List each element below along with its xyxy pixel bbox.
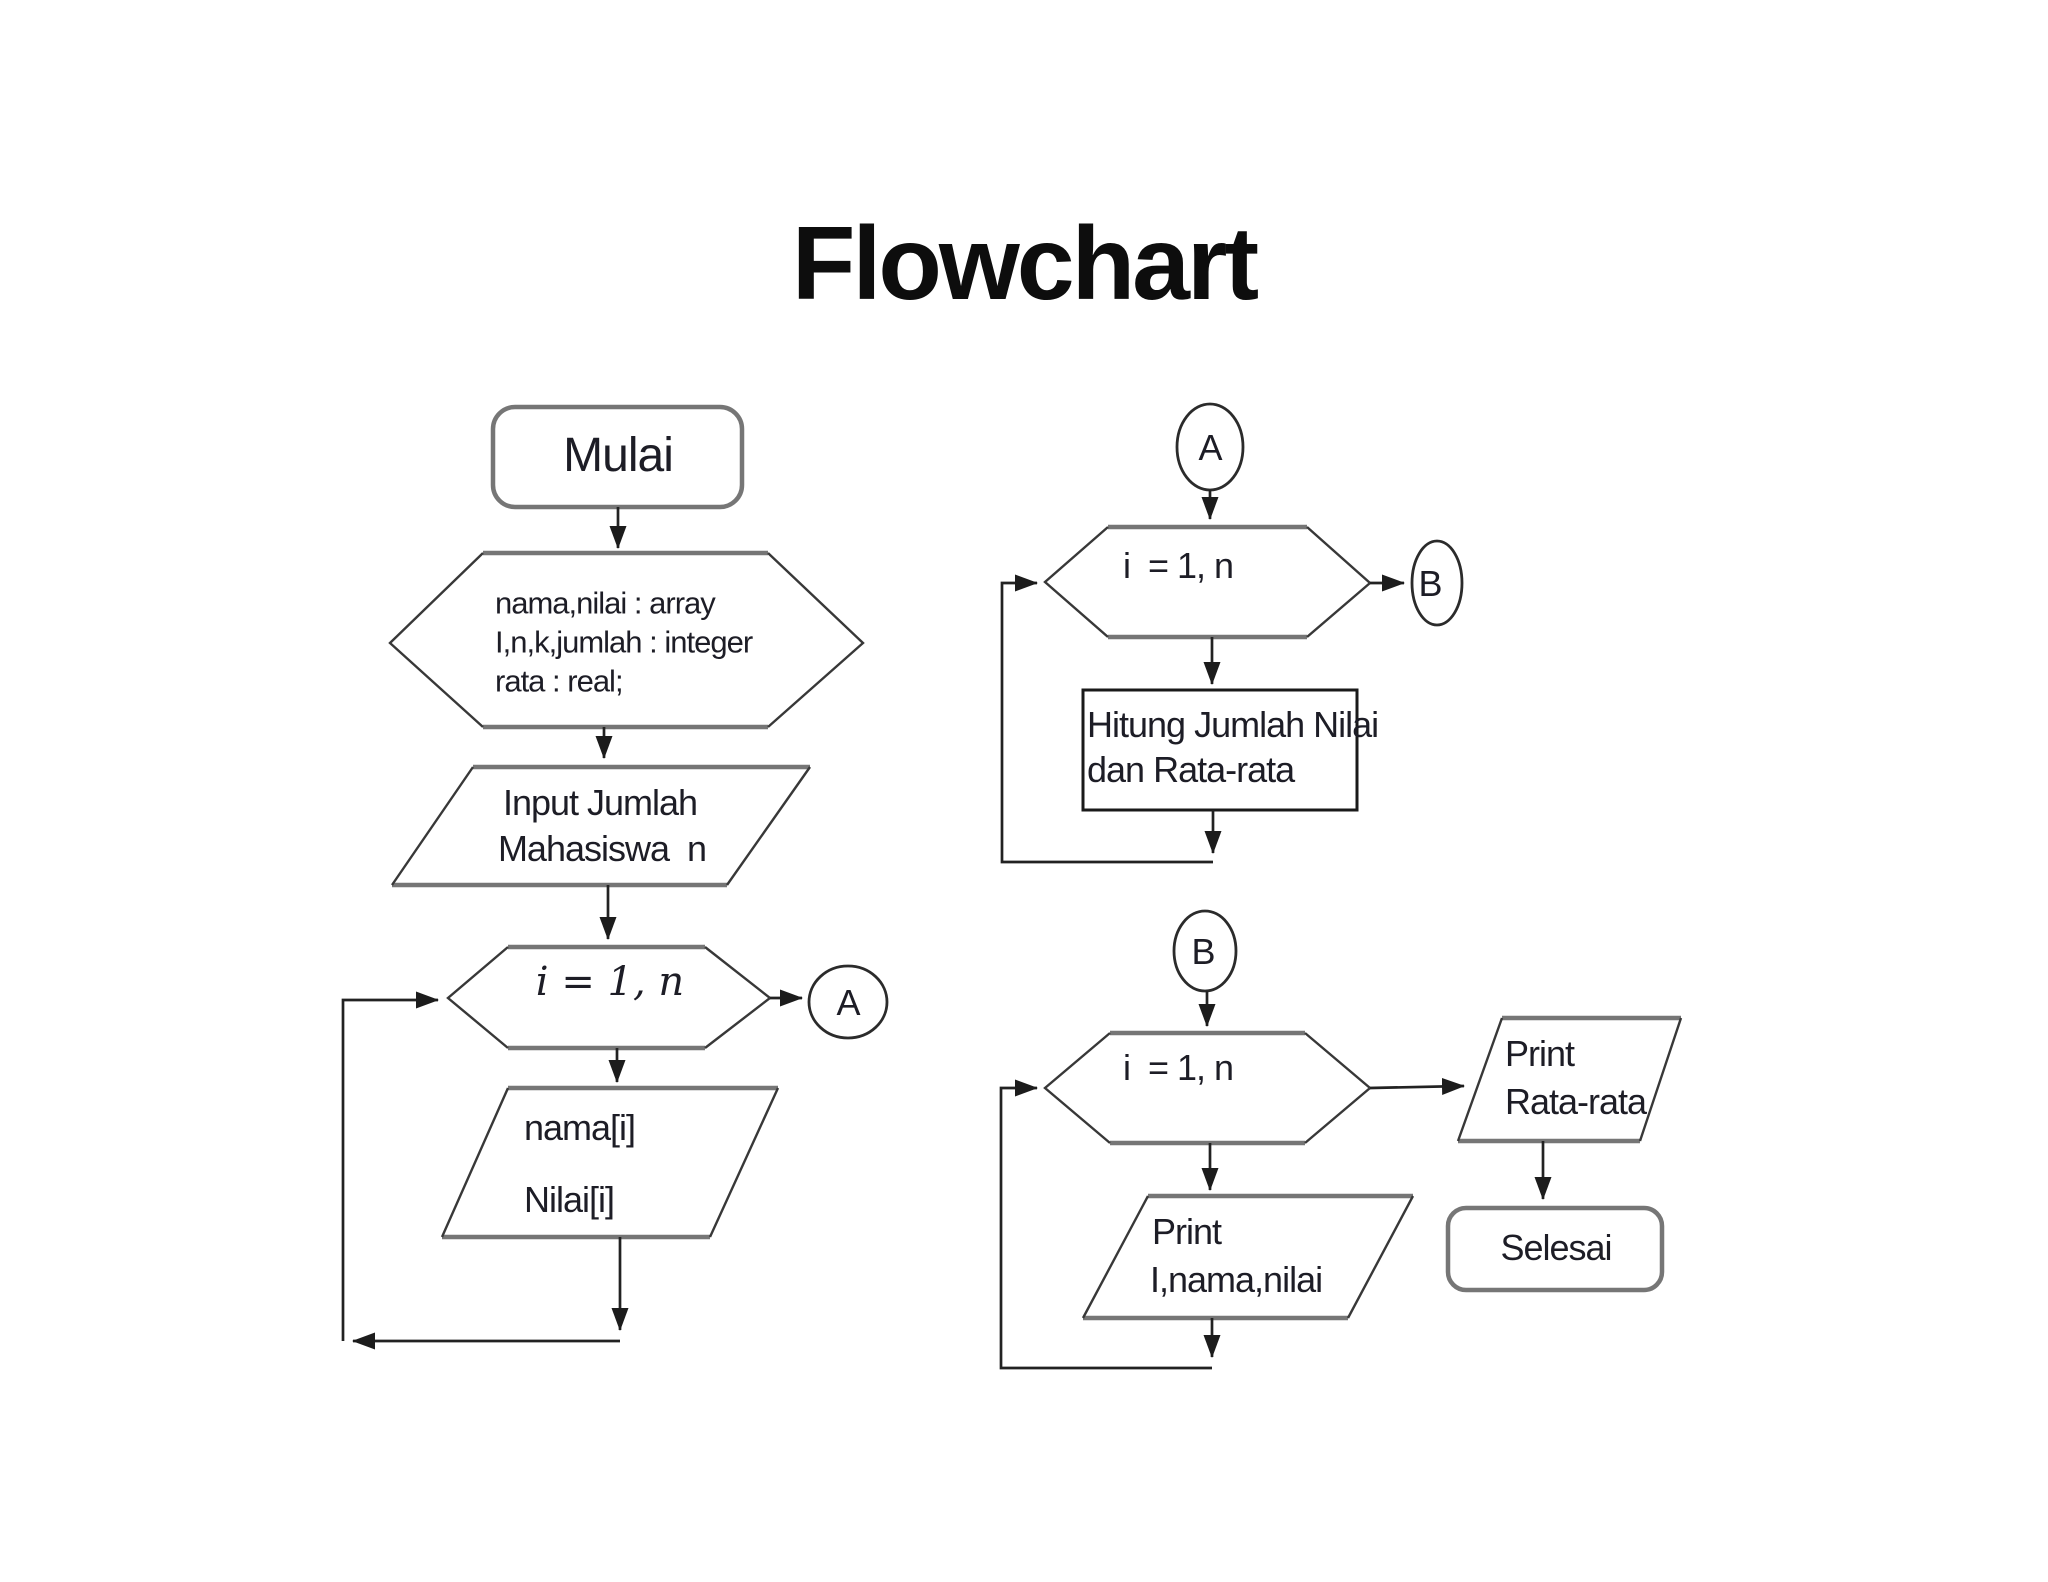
start-node-label: Mulai bbox=[563, 429, 674, 482]
print-detail-line1: Print bbox=[1152, 1211, 1222, 1252]
declare-node-line3: rata : real; bbox=[495, 663, 624, 699]
connector-b-out-label: B bbox=[1418, 563, 1442, 604]
process-node-shape bbox=[1081, 688, 1359, 812]
page-title: Flowchart bbox=[791, 206, 1259, 322]
process-node-line1: Hitung Jumlah Nilai bbox=[1087, 704, 1379, 745]
declare-node-line2: I,n,k,jumlah : integer bbox=[495, 624, 753, 660]
read-node-line2: Nilai[i] bbox=[524, 1179, 615, 1220]
print-detail-line2: I,nama,nilai bbox=[1150, 1259, 1323, 1300]
read-node-line1: nama[i] bbox=[524, 1107, 636, 1148]
connector-a-out-shape bbox=[807, 964, 889, 1040]
connector-b-out-shape bbox=[1410, 539, 1464, 627]
arrow-loopback3-to-loop3 bbox=[999, 1079, 1212, 1370]
arrow-loopback2-to-loop2 bbox=[1000, 574, 1213, 864]
declare-node-shape bbox=[388, 550, 865, 730]
process-node-line2: dan Rata-rata bbox=[1087, 749, 1295, 790]
loop1-node-label: i = 1, n bbox=[535, 959, 685, 1005]
declare-node-line1: nama,nilai : array bbox=[495, 585, 716, 621]
finish-node-label: Selesai bbox=[1500, 1227, 1612, 1268]
connector-a-in-label: A bbox=[1198, 427, 1222, 468]
loop2-node-label: i = 1, n bbox=[1122, 545, 1234, 586]
arrow-loop3-to-print-avg bbox=[1369, 1077, 1465, 1095]
print-avg-node-shape bbox=[1456, 1015, 1683, 1144]
print-avg-line2: Rata-rata bbox=[1505, 1081, 1647, 1122]
connector-b-in-label: B bbox=[1191, 931, 1215, 972]
finish-node-shape bbox=[1445, 1205, 1665, 1293]
connector-a-out-label: A bbox=[836, 982, 860, 1023]
read-node-shape bbox=[440, 1085, 780, 1240]
loop3-node-label: i = 1, n bbox=[1122, 1047, 1234, 1088]
connector-b-in-shape bbox=[1172, 909, 1238, 993]
arrow-loopback1-to-loop1 bbox=[341, 991, 439, 1341]
input-node-shape bbox=[391, 764, 811, 888]
input-node-line1: Input Jumlah bbox=[502, 782, 698, 823]
print-avg-line1: Print bbox=[1505, 1033, 1575, 1074]
input-node-line2: Mahasiswa n bbox=[497, 828, 707, 869]
print-detail-node-shape bbox=[1081, 1193, 1415, 1321]
